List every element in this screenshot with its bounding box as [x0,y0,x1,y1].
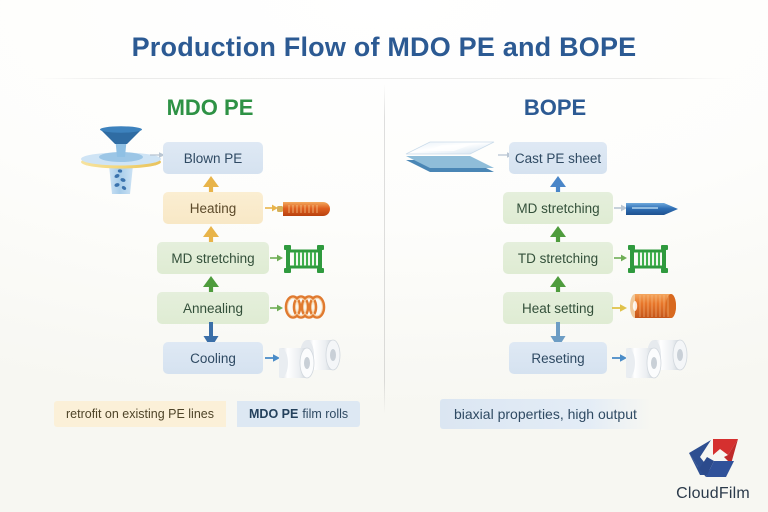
step-box-md-stretching-left[interactable]: MD stretching [157,242,269,274]
page-title: Production Flow of MDO PE and BOPE [131,32,637,62]
connector-heating-to-icon [265,200,279,216]
footer-pill-rolls-rest: film rolls [302,407,349,421]
footer-pill-biaxial: biaxial properties, high output [440,399,651,429]
connector-mdstretch-to-icon [270,250,284,266]
annealing-rings-icon [282,294,332,325]
film-rolls-icon [621,330,688,389]
stretching-frame-icon [626,243,670,280]
column-divider [384,84,385,414]
connector-die-to-blown-pe [150,150,166,160]
step-box-cast-pe-sheet[interactable]: Cast PE sheet [509,142,607,174]
brand-name: CloudFilm [676,485,750,502]
footer-pill-retrofit: retrofit on existing PE lines [54,401,226,427]
step-box-heat-setting[interactable]: Heat setting [503,292,613,324]
connector-heatsetting-to-icon [612,300,628,316]
step-box-annealing[interactable]: Annealing [157,292,269,324]
blue-arrow-icon [626,199,680,224]
connector-annealing-to-icon [270,300,284,316]
footer-pill-rolls-bold: MDO PE [249,407,299,421]
title-divider [34,78,734,79]
connector-mdstretch-right-to-icon [614,200,628,216]
footer-pill-mdo-film-rolls: MDO PE film rolls [237,401,361,427]
step-box-heating[interactable]: Heating [163,192,263,224]
step-box-td-stretching[interactable]: TD stretching [503,242,613,274]
cast-sheet-icon [404,134,496,183]
column-heading-mdo-pe: MDO PE [166,95,254,120]
film-rolls-icon [274,330,341,389]
stretching-frame-icon [282,243,326,280]
brand-logo: CloudFilm [665,437,761,503]
blown-film-die-icon [78,126,164,203]
step-box-reseting[interactable]: Reseting [509,342,607,374]
heater-tube-icon [277,198,335,225]
step-box-md-stretching-right[interactable]: MD stretching [503,192,613,224]
step-box-cooling[interactable]: Cooling [163,342,263,374]
column-heading-bope: BOPE [523,95,587,120]
cloudfilm-mark-icon [684,437,742,483]
connector-reseting-to-icon [612,350,628,366]
step-box-blown-pe[interactable]: Blown PE [163,142,263,174]
connector-tdstretch-to-icon [614,250,628,266]
heat-roller-icon [626,288,682,329]
connector-cooling-to-icon [265,350,281,366]
